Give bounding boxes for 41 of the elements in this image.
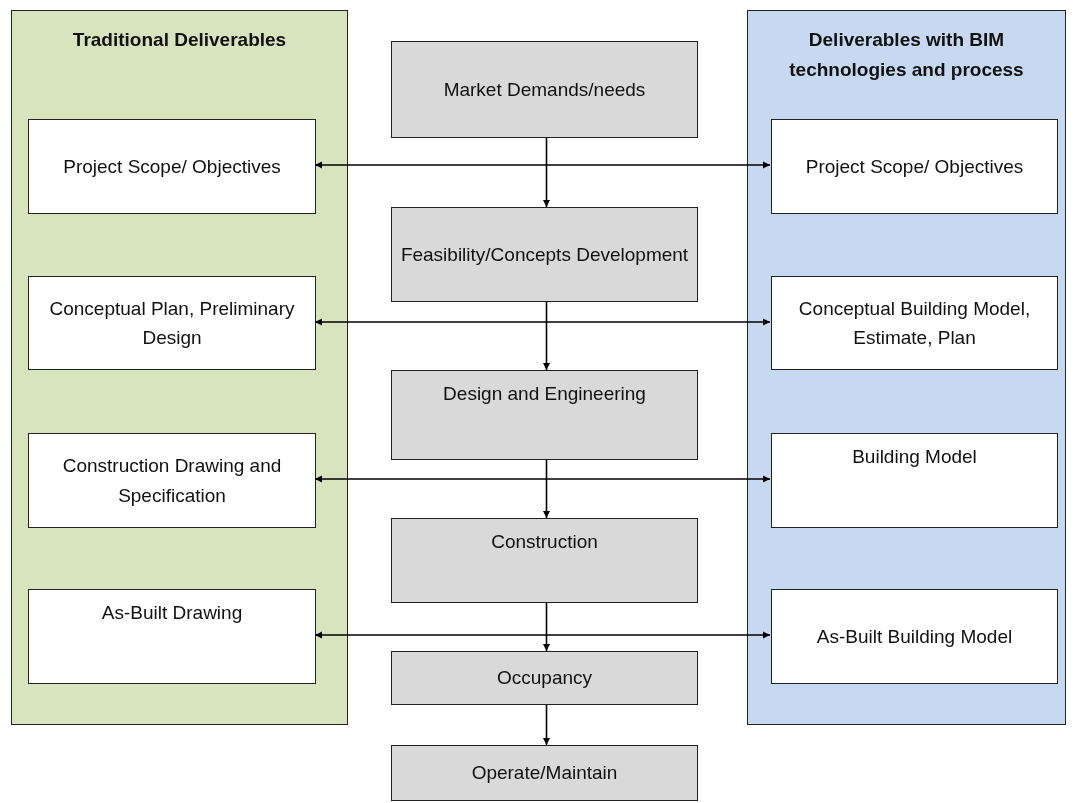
box-label: Project Scope/ Objectives bbox=[804, 154, 1025, 179]
process-box bbox=[391, 41, 698, 138]
arrow bbox=[314, 318, 771, 326]
arrow bbox=[542, 301, 551, 371]
box-label: As-Built Drawing bbox=[100, 601, 244, 625]
arrow bbox=[542, 602, 551, 652]
box-label: Operate/Maintain bbox=[470, 761, 619, 786]
arrow bbox=[542, 704, 551, 746]
box-label: Design and Engineering bbox=[442, 382, 647, 406]
box-label: Project Scope/ Objectives bbox=[62, 154, 282, 179]
box-label: As-Built Building Model bbox=[815, 624, 1014, 649]
box-label: Feasibility/Concepts Development bbox=[399, 242, 690, 267]
box-label: Building Model bbox=[851, 445, 978, 469]
process-box bbox=[391, 370, 698, 460]
panel-title: Deliverables with BIM technologies and process bbox=[788, 28, 1025, 83]
deliverable-box bbox=[28, 276, 316, 370]
arrow bbox=[314, 475, 771, 483]
group-panel bbox=[747, 10, 1066, 725]
box-label: Market Demands/needs bbox=[442, 77, 647, 102]
process-box bbox=[391, 745, 698, 801]
deliverable-box bbox=[28, 119, 316, 214]
process-box bbox=[391, 651, 698, 705]
deliverable-box bbox=[28, 589, 316, 684]
arrow bbox=[542, 137, 551, 208]
box-label: Occupancy bbox=[495, 666, 593, 691]
arrow bbox=[542, 459, 551, 519]
box-label: Conceptual Building Model, Estimate, Plan bbox=[797, 296, 1032, 350]
arrow bbox=[314, 631, 771, 639]
panel-title: Traditional Deliverables bbox=[71, 28, 288, 52]
group-panel bbox=[11, 10, 348, 725]
box-label: Construction Drawing and Specification bbox=[61, 454, 283, 508]
box-label: Construction bbox=[490, 530, 599, 554]
deliverable-box bbox=[771, 589, 1058, 684]
deliverable-box bbox=[771, 433, 1058, 528]
box-label: Conceptual Plan, Preliminary Design bbox=[48, 296, 296, 350]
deliverable-box bbox=[28, 433, 316, 528]
process-box bbox=[391, 518, 698, 603]
deliverable-box bbox=[771, 276, 1058, 370]
deliverable-box bbox=[771, 119, 1058, 214]
process-box bbox=[391, 207, 698, 302]
arrow bbox=[314, 161, 771, 169]
